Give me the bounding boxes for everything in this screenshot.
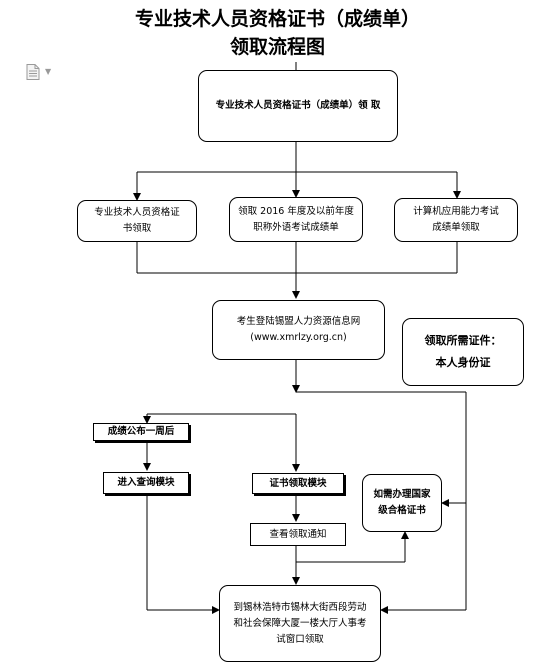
node-top-label: 专业技术人员资格证书（成绩单）领 取 bbox=[215, 100, 381, 111]
node-computer-label: 计算机应用能力考试成绩单领取 bbox=[413, 206, 499, 233]
node-computer-score: 计算机应用能力考试成绩单领取 bbox=[394, 198, 518, 242]
node-cert-module: 证书领取模块 bbox=[252, 473, 344, 494]
node-final-collect: 到锡林浩特市锡林大街西段劳动和社会保障大厦一楼大厅人事考试窗口领取 bbox=[219, 585, 381, 662]
node-score-published: 成绩公布一周后 bbox=[93, 423, 189, 441]
node-login-label: 考生登陆锡盟人力资源信息网 bbox=[236, 316, 361, 327]
node-english-score: 领取 2016 年度及以前年度职称外语考试成绩单 bbox=[229, 197, 363, 242]
node-cert-module-label: 证书领取模块 bbox=[269, 477, 327, 489]
node-top-certificate: 专业技术人员资格证书（成绩单）领 取 bbox=[198, 70, 398, 142]
node-cert-collect: 专业技术人员资格证书领取 bbox=[77, 200, 197, 242]
required-docs-value: 本人身份证 bbox=[435, 356, 491, 369]
node-notice-label: 查看领取通知 bbox=[269, 528, 327, 540]
node-english-label: 领取 2016 年度及以前年度职称外语考试成绩单 bbox=[238, 205, 354, 233]
node-score-label: 成绩公布一周后 bbox=[107, 426, 175, 437]
required-docs-label: 领取所需证件： bbox=[424, 334, 502, 347]
node-final-label: 到锡林浩特市锡林大街西段劳动和社会保障大厦一楼大厅人事考试窗口领取 bbox=[233, 601, 367, 645]
chart-title: 专业技术人员资格证书（成绩单） bbox=[134, 8, 420, 30]
node-login-url: (www.xmrlzy.org.cn) bbox=[250, 332, 347, 343]
node-query-label: 进入查询模块 bbox=[117, 477, 175, 488]
document-icon[interactable] bbox=[26, 64, 40, 80]
chart-subtitle: 领取流程图 bbox=[229, 36, 325, 58]
node-national-label: 如需办理国家级合格证书 bbox=[373, 489, 431, 516]
node-national-cert: 如需办理国家级合格证书 bbox=[362, 474, 442, 532]
node-query-module: 进入查询模块 bbox=[103, 472, 189, 494]
node-view-notice: 查看领取通知 bbox=[250, 523, 346, 546]
required-docs-box: 领取所需证件： 本人身份证 bbox=[402, 318, 524, 386]
dropdown-arrow-icon[interactable]: ▼ bbox=[45, 67, 52, 76]
node-login: 考生登陆锡盟人力资源信息网 (www.xmrlzy.org.cn) bbox=[212, 300, 385, 360]
node-cert-label: 专业技术人员资格证书领取 bbox=[94, 207, 180, 234]
